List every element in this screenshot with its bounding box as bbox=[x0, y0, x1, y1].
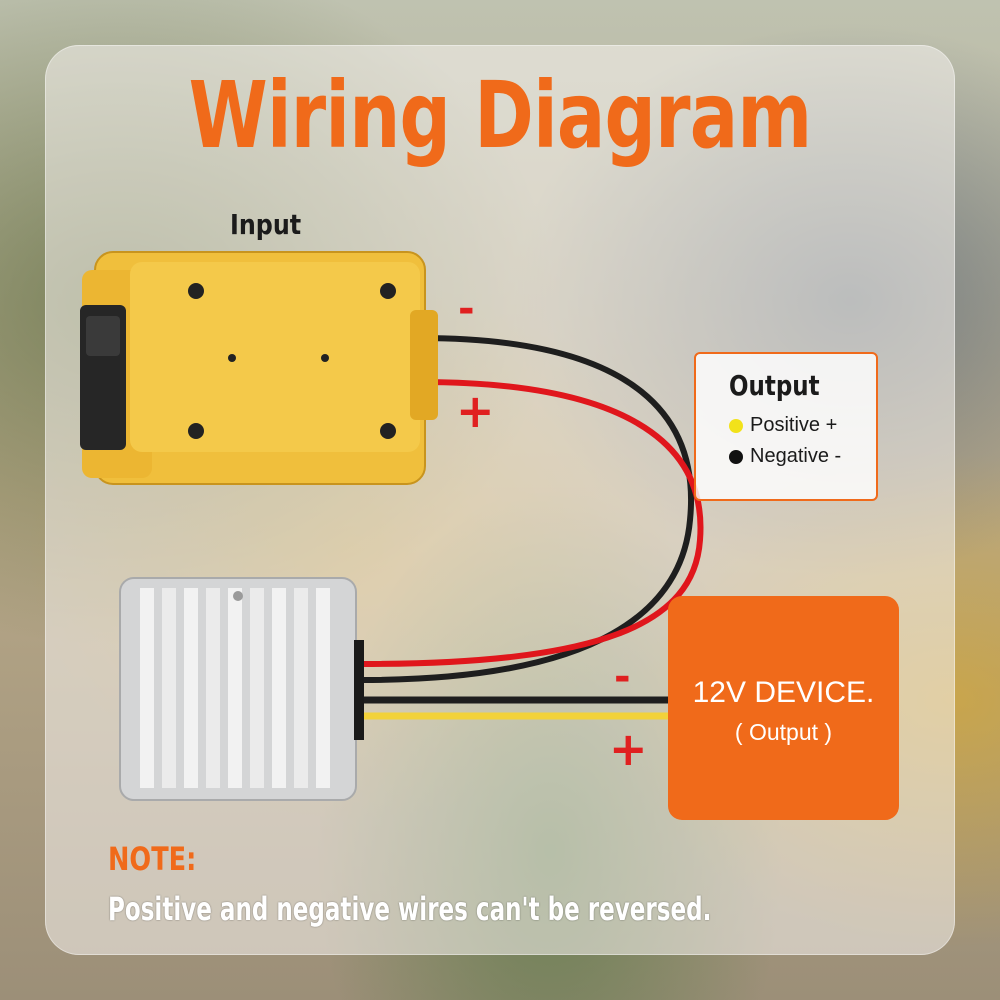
dc-converter bbox=[119, 577, 364, 801]
red-input-wire bbox=[361, 379, 704, 667]
output-legend: Output Positive + Negative - bbox=[694, 352, 878, 501]
legend-negative: Negative - bbox=[729, 445, 841, 468]
output-legend-title: Output bbox=[729, 369, 820, 402]
legend-positive-label: Positive + bbox=[750, 414, 838, 436]
black-input-wire bbox=[361, 335, 694, 683]
input-plus-sign: + bbox=[456, 384, 495, 438]
output-plus-sign: + bbox=[609, 722, 648, 776]
device-subtitle: ( Output ) bbox=[734, 719, 833, 745]
legend-positive: Positive + bbox=[729, 414, 837, 437]
page-title: Wiring Diagram bbox=[188, 62, 813, 169]
device-name: 12V DEVICE. bbox=[692, 676, 875, 709]
input-label: Input bbox=[230, 208, 302, 241]
battery-adapter bbox=[80, 251, 438, 485]
note-label: NOTE: bbox=[108, 840, 197, 878]
device-box: 12V DEVICE. ( Output ) bbox=[668, 596, 899, 820]
black-dot-icon bbox=[729, 449, 743, 464]
yellow-dot-icon bbox=[729, 418, 743, 433]
output-minus-sign: - bbox=[614, 654, 631, 700]
legend-negative-label: Negative - bbox=[750, 445, 842, 467]
input-minus-sign: - bbox=[458, 286, 475, 332]
note-text: Positive and negative wires can't be rev… bbox=[108, 890, 712, 928]
